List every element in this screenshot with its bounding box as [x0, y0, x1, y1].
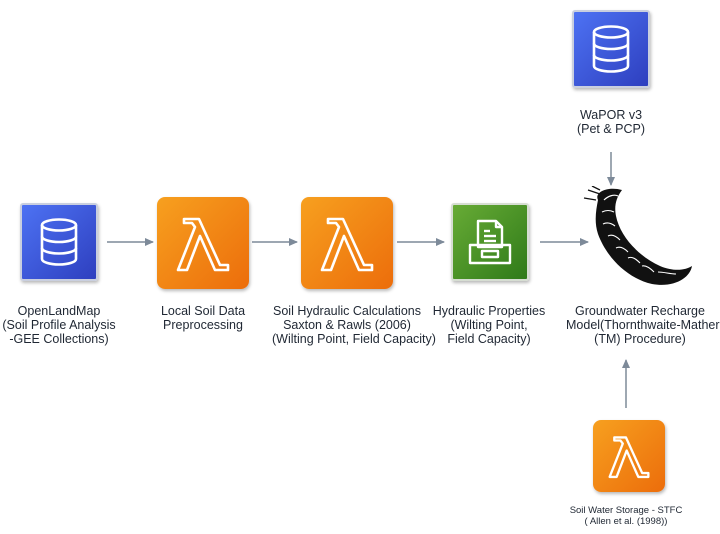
lambda-icon	[157, 197, 249, 289]
soil-hydraulic-label: Soil Hydraulic Calculations Saxton & Raw…	[272, 304, 436, 346]
local-soil-label: Local Soil Data Preprocessing	[160, 304, 246, 332]
recharge-model-label: Groundwater Recharge Model(Thornthwaite-…	[566, 304, 720, 346]
database-icon	[572, 10, 650, 88]
storage-gateway-icon	[451, 203, 529, 281]
python-flask-horn-icon	[583, 186, 692, 285]
hydraulic-props-label: Hydraulic Properties (Wilting Point, Fie…	[432, 304, 546, 346]
database-icon	[20, 203, 98, 281]
soil-water-label: Soil Water Storage - STFC ( Allen et al.…	[569, 505, 683, 527]
lambda-icon	[301, 197, 393, 289]
wapor-label: WaPOR v3 (Pet & PCP)	[576, 108, 646, 136]
lambda-icon	[593, 420, 665, 492]
openlandmap-label: OpenLandMap (Soil Profile Analysis -GEE …	[2, 304, 116, 346]
